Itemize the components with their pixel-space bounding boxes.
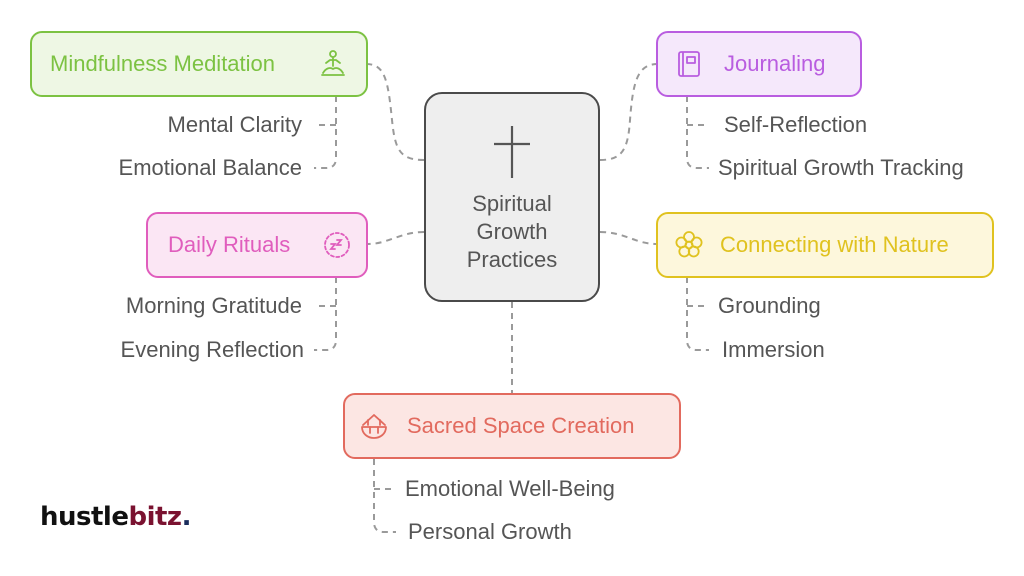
logo-part-2: bitz [128, 502, 182, 532]
sleep-clock-icon [322, 230, 352, 260]
leaf-evening-reflection: Evening Reflection [120, 337, 304, 362]
logo-part-1: hustle [40, 502, 129, 532]
meditation-icon [318, 49, 348, 79]
leaf-grounding: Grounding [718, 293, 821, 318]
leaf-morning-gratitude: Morning Gratitude [125, 293, 302, 318]
branch-label: Journaling [724, 51, 826, 76]
leaf-mental-clarity: Mental Clarity [167, 112, 302, 137]
leaf-immersion: Immersion [722, 337, 825, 362]
leaf-emotional-balance: Emotional Balance [118, 155, 302, 180]
center-title: Spiritual Growth Practices [466, 191, 558, 272]
branch-label: Mindfulness Meditation [50, 51, 276, 76]
leaf-emotional-well-being: Emotional Well-Being [405, 476, 615, 501]
branch-label: Connecting with Nature [720, 232, 949, 257]
branch-label: Daily Rituals [168, 232, 291, 257]
flower-icon [674, 230, 704, 260]
notebook-icon [674, 49, 704, 79]
branch-mindfulness-meditation: Mindfulness Meditation [30, 31, 368, 97]
center-node: Spiritual Growth Practices [424, 92, 600, 302]
temple-icon [359, 411, 389, 441]
leaf-self-reflection: Self-Reflection [724, 112, 868, 137]
leaf-personal-growth: Personal Growth [408, 519, 572, 544]
cross-icon [494, 126, 530, 178]
branch-daily-rituals: Daily Rituals [146, 212, 368, 278]
branch-label: Sacred Space Creation [407, 413, 635, 438]
branch-connecting-with-nature: Connecting with Nature [656, 212, 994, 278]
leaf-spiritual-growth-tracking: Spiritual Growth Tracking [718, 155, 964, 180]
branch-sacred-space-creation: Sacred Space Creation [343, 393, 681, 459]
branch-journaling: Journaling [656, 31, 862, 97]
hustlebitz-logo: hustlebitz. [40, 502, 191, 532]
logo-part-3: . [181, 502, 192, 532]
